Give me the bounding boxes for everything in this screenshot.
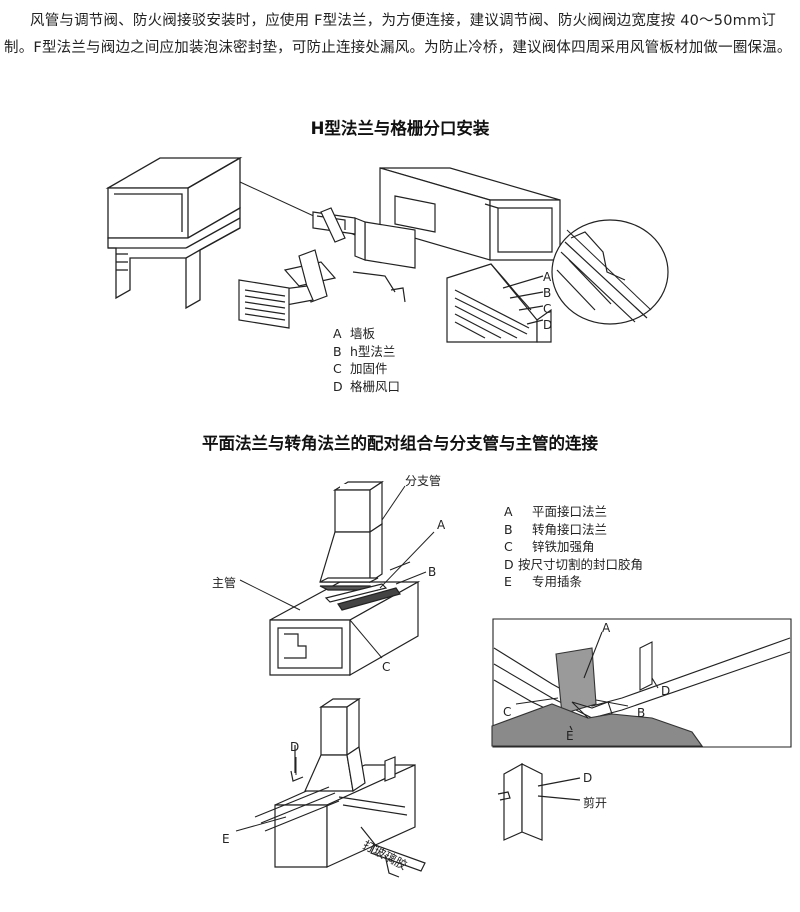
intro-paragraph: 风管与调节阀、防火阀接驳安装时，应使用 F型法兰，为方便连接，建议调节阀、防火阀… (4, 13, 792, 56)
callout-5D: D (583, 771, 593, 785)
grille-installation-drawing (235, 160, 669, 340)
branch-pipe-label: 分支管 (405, 474, 442, 488)
callout-2C: C (382, 660, 391, 674)
cut-corner-drawing (498, 760, 598, 845)
callout-4E: E (222, 832, 230, 846)
section1-title: H型法兰与格栅分口安装 (310, 119, 490, 138)
callout-3D: D (661, 684, 671, 698)
callout-4D: D (290, 740, 300, 754)
cut-label: 剪开 (583, 796, 608, 810)
callout-C: C (543, 302, 552, 316)
callout-3A: A (602, 621, 611, 635)
h-flange-profile-drawing (100, 150, 280, 310)
section2-title: 平面法兰与转角法兰的配对组合与分支管与主管的连接 (202, 434, 598, 453)
callout-3C: C (503, 705, 512, 719)
callout-D: D (543, 318, 553, 332)
corner-detail-drawing (492, 618, 792, 748)
leader-lines-main (200, 480, 450, 670)
leader-lines-assembly (228, 745, 308, 845)
callout-B: B (543, 286, 552, 300)
callout-3B: B (637, 706, 646, 720)
callout-2A: A (437, 518, 446, 532)
main-pipe-label: 主管 (212, 576, 237, 590)
branch-assembly-drawing (235, 695, 450, 880)
callout-3E: E (566, 729, 574, 743)
callout-A: A (543, 270, 552, 284)
branch-connection-drawing (240, 470, 450, 690)
callout-2B: B (428, 565, 437, 579)
